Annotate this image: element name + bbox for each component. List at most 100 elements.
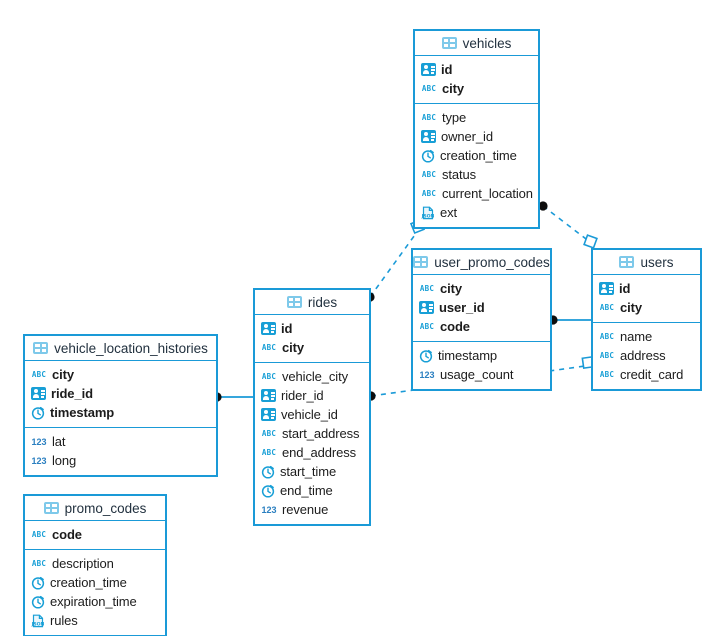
field-row[interactable]: ABC description (25, 554, 165, 573)
field-row[interactable]: ABC credit_card (593, 365, 700, 384)
field-row[interactable]: creation_time (25, 573, 165, 592)
field-row[interactable]: JSON rules (25, 611, 165, 630)
field-name: credit_card (620, 367, 684, 382)
field-row[interactable]: ABC city (255, 338, 369, 357)
json-icon: JSON (421, 206, 435, 220)
field-row[interactable]: ABC city (413, 279, 550, 298)
uuid-icon (261, 389, 276, 402)
uuid-icon (421, 63, 436, 76)
field-row[interactable]: 123 revenue (255, 500, 369, 519)
column-section: ABC vehicle_city rider_id vehicle_id ABC… (255, 363, 369, 524)
field-row[interactable]: user_id (413, 298, 550, 317)
table-icon (286, 296, 302, 308)
field-row[interactable]: ABC address (593, 346, 700, 365)
table-node-rides[interactable]: rides id ABC city ABC vehicle_city rider… (253, 288, 371, 526)
abc-icon: ABC (261, 429, 277, 438)
field-name: start_address (282, 426, 360, 441)
field-row[interactable]: ABC city (415, 79, 538, 98)
field-name: end_time (280, 483, 333, 498)
relationship-vehicle-location-histories-rides[interactable] (212, 392, 254, 402)
field-row[interactable]: id (255, 319, 369, 338)
field-row[interactable]: rider_id (255, 386, 369, 405)
table-node-vehicles[interactable]: vehicles id ABC city ABC type owner_id (413, 29, 540, 229)
field-name: address (620, 348, 666, 363)
field-row[interactable]: ABC start_address (255, 424, 369, 443)
field-row[interactable]: end_time (255, 481, 369, 500)
field-name: city (282, 340, 305, 355)
field-row[interactable]: ABC current_location (415, 184, 538, 203)
edge-square-marker (583, 234, 598, 249)
relationship-user-promo-codes-users[interactable] (548, 315, 592, 325)
table-node-user-promo-codes[interactable]: user_promo_codes ABC city user_id ABC co… (411, 248, 552, 391)
field-row[interactable]: ABC vehicle_city (255, 367, 369, 386)
abc-icon: ABC (31, 559, 47, 568)
field-row[interactable]: ABC code (413, 317, 550, 336)
clock-icon (261, 484, 275, 498)
field-name: lat (52, 434, 66, 449)
field-row[interactable]: timestamp (413, 346, 550, 365)
uuid-icon (421, 130, 436, 143)
field-row[interactable]: ABC name (593, 327, 700, 346)
primary-key-section: id ABC city (415, 56, 538, 104)
field-row[interactable]: creation_time (415, 146, 538, 165)
uuid-icon (261, 408, 276, 421)
field-row[interactable]: vehicle_id (255, 405, 369, 424)
field-name: rider_id (281, 388, 324, 403)
field-row[interactable]: timestamp (25, 403, 216, 422)
field-name: id (441, 62, 453, 77)
field-row[interactable]: ride_id (25, 384, 216, 403)
field-name: expiration_time (50, 594, 137, 609)
relationship-vehicles-users[interactable] (538, 201, 598, 249)
number-icon: 123 (419, 370, 435, 380)
field-row[interactable]: ABC city (25, 365, 216, 384)
field-row[interactable]: start_time (255, 462, 369, 481)
number-icon: 123 (31, 456, 47, 466)
field-row[interactable]: ABC code (25, 525, 165, 544)
table-node-users[interactable]: users id ABC city ABC name ABC address A… (591, 248, 702, 391)
field-row[interactable]: 123 long (25, 451, 216, 470)
field-row[interactable]: owner_id (415, 127, 538, 146)
abc-icon: ABC (31, 530, 47, 539)
field-name: status (442, 167, 477, 182)
field-row[interactable]: ABC status (415, 165, 538, 184)
field-row[interactable]: expiration_time (25, 592, 165, 611)
field-row[interactable]: 123 usage_count (413, 365, 550, 384)
field-name: vehicle_id (281, 407, 338, 422)
field-row[interactable]: 123 lat (25, 432, 216, 451)
table-header-vehicles[interactable]: vehicles (415, 31, 538, 56)
field-name: rules (50, 613, 78, 628)
field-name: ext (440, 205, 458, 220)
table-icon (619, 256, 635, 268)
table-header-rides[interactable]: rides (255, 290, 369, 315)
abc-icon: ABC (261, 372, 277, 381)
edge-line (369, 231, 418, 298)
column-section: 123 lat 123 long (25, 428, 216, 475)
field-name: description (52, 556, 114, 571)
clock-icon (31, 406, 45, 420)
field-name: type (442, 110, 467, 125)
field-row[interactable]: ABC city (593, 298, 700, 317)
table-header-users[interactable]: users (593, 250, 700, 275)
table-header-promo-codes[interactable]: promo_codes (25, 496, 165, 521)
field-name: vehicle_city (282, 369, 348, 384)
table-header-user-promo-codes[interactable]: user_promo_codes (413, 250, 550, 275)
abc-icon: ABC (421, 84, 437, 93)
svg-text:JSON: JSON (31, 621, 45, 627)
field-row[interactable]: ABC type (415, 108, 538, 127)
table-node-vehicle-location-histories[interactable]: vehicle_location_histories ABC city ride… (23, 334, 218, 477)
primary-key-section: ABC code (25, 521, 165, 550)
field-row[interactable]: id (593, 279, 700, 298)
abc-icon: ABC (419, 322, 435, 331)
abc-icon: ABC (599, 303, 615, 312)
table-header-vehicle-location-histories[interactable]: vehicle_location_histories (25, 336, 216, 361)
primary-key-section: id ABC city (255, 315, 369, 363)
json-icon: JSON (31, 614, 45, 628)
abc-icon: ABC (419, 284, 435, 293)
field-row[interactable]: JSON ext (415, 203, 538, 222)
field-row[interactable]: id (415, 60, 538, 79)
table-node-promo-codes[interactable]: promo_codes ABC code ABC description cre… (23, 494, 167, 636)
field-row[interactable]: ABC end_address (255, 443, 369, 462)
clock-icon (419, 349, 433, 363)
field-name: creation_time (50, 575, 127, 590)
table-title: rides (307, 294, 338, 310)
